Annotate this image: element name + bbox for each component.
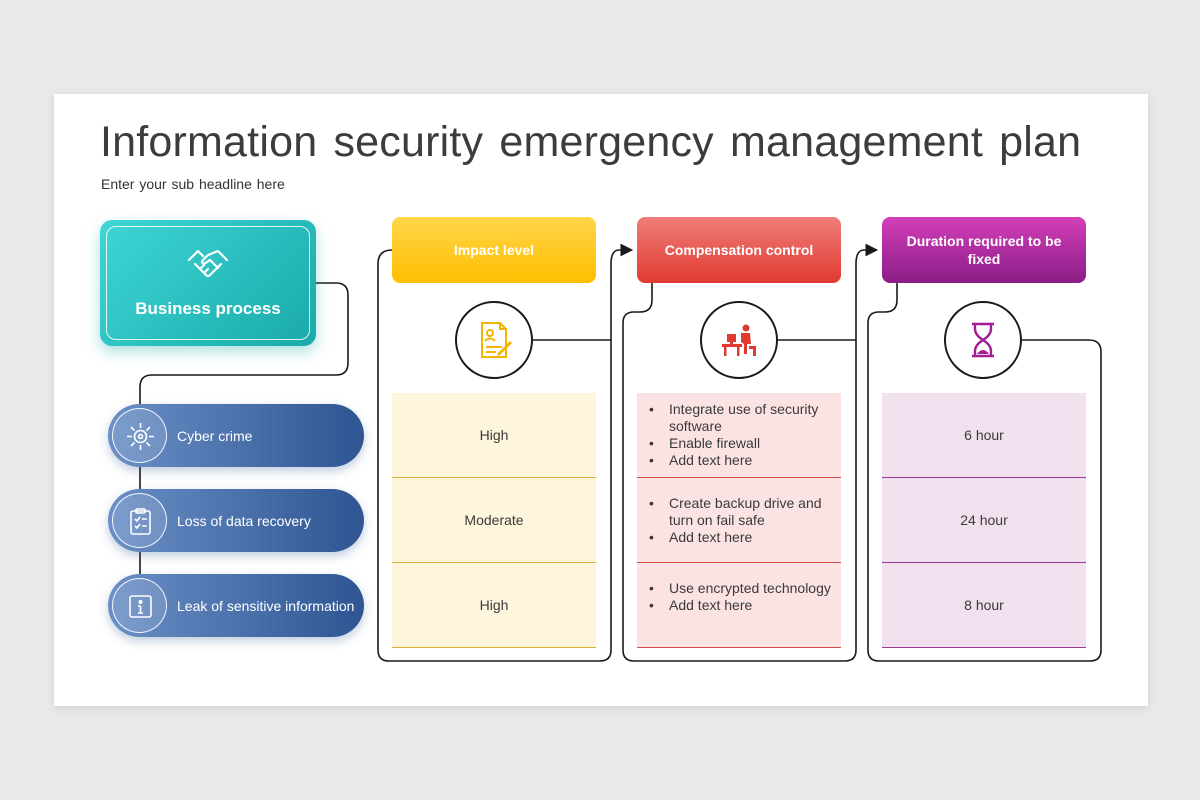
page-subtitle: Enter your sub headline here bbox=[101, 176, 285, 192]
impact-cell: Moderate bbox=[392, 478, 596, 563]
risk-pill-cyber-crime: Cyber crime bbox=[108, 404, 364, 467]
risk-icon-circle bbox=[112, 408, 167, 463]
compensation-item: Add text here bbox=[649, 597, 833, 614]
risk-label: Cyber crime bbox=[177, 427, 253, 444]
column-header-duration: Duration required to be fixed bbox=[882, 217, 1086, 283]
business-process-inner-border bbox=[106, 226, 310, 340]
cyber-icon bbox=[127, 423, 154, 450]
document-icon bbox=[481, 322, 512, 358]
duration-cell: 6 hour bbox=[882, 393, 1086, 478]
impact-icon-circle bbox=[455, 301, 533, 379]
column-header-compensation-control: Compensation control bbox=[637, 217, 841, 283]
duration-cell: 8 hour bbox=[882, 563, 1086, 648]
risk-icon-circle bbox=[112, 578, 167, 633]
clipboard-icon bbox=[130, 508, 151, 535]
risk-pill-leak-information: Leak of sensitive information bbox=[108, 574, 364, 637]
compensation-cell: Create backup drive and turn on fail saf… bbox=[637, 478, 841, 563]
hourglass-icon bbox=[972, 322, 994, 358]
compensation-item: Integrate use of security software bbox=[649, 401, 833, 435]
compensation-item: Create backup drive and turn on fail saf… bbox=[649, 495, 833, 529]
handshake-icon bbox=[187, 249, 229, 278]
impact-cell: High bbox=[392, 563, 596, 648]
risk-pill-data-recovery: Loss of data recovery bbox=[108, 489, 364, 552]
business-process-card bbox=[100, 220, 316, 346]
risk-icon-circle bbox=[112, 493, 167, 548]
compensation-icon-circle bbox=[700, 301, 778, 379]
risk-label: Loss of data recovery bbox=[177, 512, 311, 529]
page-title: Information security emergency managemen… bbox=[100, 118, 1082, 166]
risk-label: Leak of sensitive information bbox=[177, 597, 355, 614]
desk-worker-icon bbox=[722, 324, 756, 356]
column-header-impact-level: Impact level bbox=[392, 217, 596, 283]
business-process-label: Business process bbox=[135, 299, 281, 318]
compensation-item: Add text here bbox=[649, 452, 833, 469]
compensation-cell: Integrate use of security software Enabl… bbox=[637, 393, 841, 478]
compensation-list: Create backup drive and turn on fail saf… bbox=[637, 495, 841, 546]
duration-cell: 24 hour bbox=[882, 478, 1086, 563]
compensation-cell: Use encrypted technology Add text here bbox=[637, 563, 841, 648]
compensation-item: Use encrypted technology bbox=[649, 580, 833, 597]
compensation-item: Enable firewall bbox=[649, 435, 833, 452]
compensation-list: Integrate use of security software Enabl… bbox=[637, 401, 841, 469]
info-icon bbox=[129, 595, 152, 618]
compensation-list: Use encrypted technology Add text here bbox=[637, 580, 841, 614]
compensation-item: Add text here bbox=[649, 529, 833, 546]
impact-cell: High bbox=[392, 393, 596, 478]
duration-icon-circle bbox=[944, 301, 1022, 379]
